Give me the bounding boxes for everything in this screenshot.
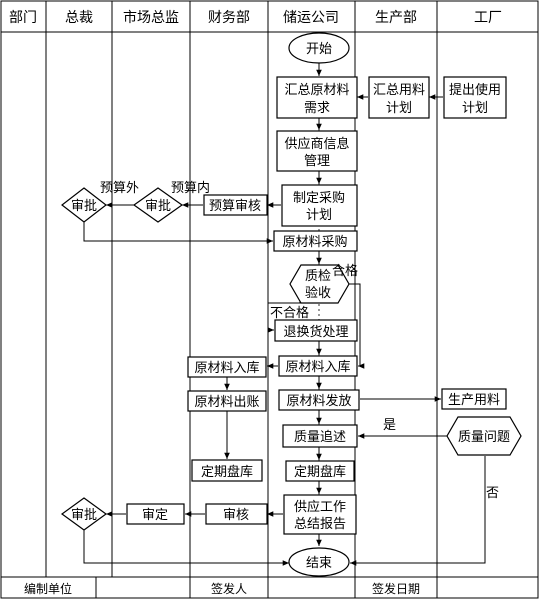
svg-text:结束: 结束 xyxy=(306,556,332,571)
svg-text:生产用料: 生产用料 xyxy=(448,393,500,408)
footer-prepared-by: 编制单位 xyxy=(24,581,72,596)
label-pass: 合格 xyxy=(332,263,358,279)
lane-header: 市场总监 xyxy=(123,9,179,26)
svg-text:原材料出账: 原材料出账 xyxy=(194,395,259,410)
lane-header: 财务部 xyxy=(208,10,250,26)
svg-text:审批: 审批 xyxy=(71,199,97,214)
svg-text:提出使用: 提出使用 xyxy=(449,82,501,98)
svg-text:需求: 需求 xyxy=(304,101,330,116)
lane-header: 部门 xyxy=(9,10,37,26)
svg-text:质量追述: 质量追述 xyxy=(294,429,346,445)
node-prod-material: 生产用料 xyxy=(441,388,507,410)
node-submit-plan: 提出使用 计划 xyxy=(443,76,507,119)
node-summarize-need: 汇总原材料 需求 xyxy=(276,76,358,119)
svg-text:预算审核: 预算审核 xyxy=(209,199,261,214)
label-over-budget: 预算外 xyxy=(100,181,139,196)
node-purchase: 原材料采购 xyxy=(273,230,358,252)
svg-text:计划: 计划 xyxy=(462,101,488,116)
node-approve-final: 审批 xyxy=(60,497,108,531)
node-return-goods: 退换货处理 xyxy=(274,319,358,342)
svg-text:总结报告: 总结报告 xyxy=(294,517,346,532)
svg-text:验收: 验收 xyxy=(305,285,331,301)
footer-issue-date: 签发日期 xyxy=(372,581,420,596)
label-no: 否 xyxy=(486,486,499,501)
svg-text:计划: 计划 xyxy=(306,208,332,223)
node-out-account: 原材料出账 xyxy=(187,390,267,412)
node-issue: 原材料发放 xyxy=(278,389,360,411)
svg-text:退换货处理: 退换货处理 xyxy=(283,324,348,340)
node-budget-review: 预算审核 xyxy=(203,194,268,216)
node-inventory: 定期盘库 xyxy=(285,460,355,482)
svg-text:原材料发放: 原材料发放 xyxy=(286,393,351,409)
label-fail: 不合格 xyxy=(270,305,309,321)
svg-text:质量问题: 质量问题 xyxy=(458,430,510,445)
start-label: 开始 xyxy=(306,42,332,57)
svg-text:审核: 审核 xyxy=(223,508,249,523)
svg-text:定期盘库: 定期盘库 xyxy=(294,464,346,480)
node-make-plan: 制定采购 计划 xyxy=(281,184,358,227)
node-summarize-plan: 汇总用料 计划 xyxy=(368,76,430,119)
svg-text:原材料入库: 原材料入库 xyxy=(285,359,350,375)
lane-header: 储运公司 xyxy=(283,10,339,26)
node-finalize: 审定 xyxy=(126,503,185,525)
label-in-budget: 预算内 xyxy=(171,180,210,196)
node-inspect: 质检 验收 xyxy=(289,264,350,304)
svg-text:定期盘库: 定期盘库 xyxy=(201,464,253,480)
node-approve-ceo: 审批 xyxy=(61,187,107,223)
label-yes: 是 xyxy=(383,418,396,433)
node-start: 开始 xyxy=(288,32,350,64)
svg-text:计划: 计划 xyxy=(386,101,412,116)
lane-header: 生产部 xyxy=(375,10,417,26)
node-supplier-info: 供应商信息 管理 xyxy=(276,130,358,172)
node-supply-report: 供应工作 总结报告 xyxy=(283,494,357,535)
svg-text:制定采购: 制定采购 xyxy=(293,190,345,206)
lane-header: 工厂 xyxy=(474,10,502,26)
node-end: 结束 xyxy=(288,547,350,577)
footer-issuer: 签发人 xyxy=(211,581,247,596)
svg-text:供应工作: 供应工作 xyxy=(294,499,346,515)
svg-text:供应商信息: 供应商信息 xyxy=(284,136,349,152)
node-audit: 审核 xyxy=(205,503,268,525)
lane-header: 总裁 xyxy=(65,10,93,26)
footer: 编制单位 签发人 签发日期 xyxy=(24,581,420,596)
node-quality-trace: 质量追述 xyxy=(282,424,358,448)
svg-text:质检: 质检 xyxy=(305,269,331,284)
svg-text:管理: 管理 xyxy=(304,154,330,169)
edge-labels: 预算外 预算内 合格 不合格 是 否 xyxy=(100,180,499,501)
node-inventory-finance: 定期盘库 xyxy=(191,459,263,482)
svg-text:审定: 审定 xyxy=(142,508,168,523)
node-in-store: 原材料入库 xyxy=(278,355,358,377)
svg-text:原材料入库: 原材料入库 xyxy=(194,360,259,376)
node-approve-market: 审批 xyxy=(132,187,184,223)
node-quality-issue: 质量问题 xyxy=(446,416,522,456)
svg-text:汇总原材料: 汇总原材料 xyxy=(284,83,349,98)
svg-text:审批: 审批 xyxy=(71,508,97,523)
svg-text:汇总用料: 汇总用料 xyxy=(373,83,425,98)
svg-text:审批: 审批 xyxy=(145,199,171,214)
node-in-store-finance: 原材料入库 xyxy=(187,356,267,378)
connectors xyxy=(83,63,486,566)
svg-text:原材料采购: 原材料采购 xyxy=(282,234,347,250)
lane-headers: 部门 总裁 市场总监 财务部 储运公司 生产部 工厂 xyxy=(9,9,502,26)
